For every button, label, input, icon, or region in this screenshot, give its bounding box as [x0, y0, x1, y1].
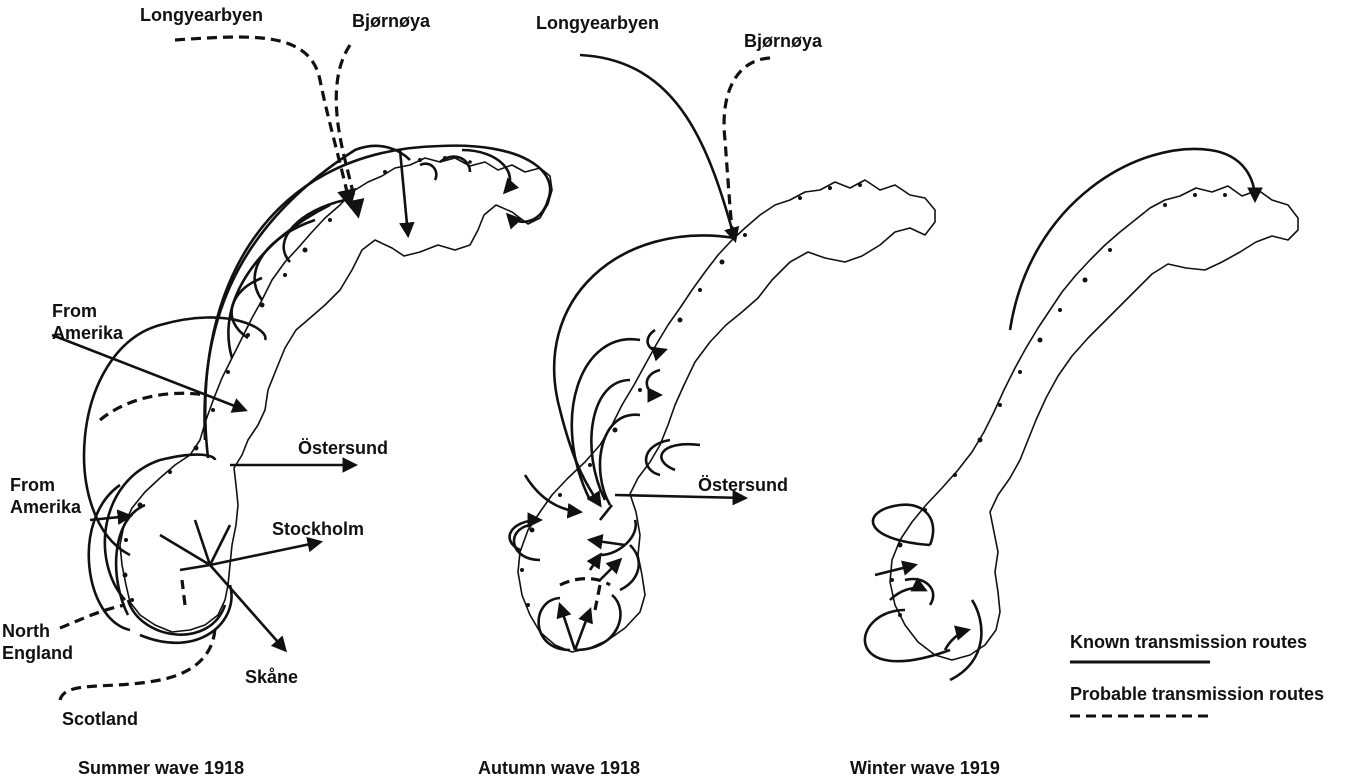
label-from-amerika-1: From Amerika — [52, 301, 124, 343]
label-bjornoya-autumn: Bjørnøya — [744, 31, 823, 51]
label-skane: Skåne — [245, 667, 299, 687]
label-ostersund-autumn: Östersund — [698, 475, 789, 495]
panel-winter-1919 — [863, 147, 1299, 682]
label-longyearbyen-summer: Longyearbyen — [140, 5, 264, 25]
label-scotland: Scotland — [62, 709, 139, 729]
label-ostersund-summer: Östersund — [298, 438, 389, 458]
norway-outline-summer — [119, 157, 553, 633]
panel-autumn-1918 — [508, 53, 936, 653]
islands-autumn — [520, 183, 862, 607]
label-longyearbyen-autumn: Longyearbyen — [536, 13, 660, 33]
norway-outline-autumn — [517, 179, 936, 653]
probable-routes-autumn — [559, 56, 771, 611]
caption-autumn: Autumn wave 1918 — [478, 758, 641, 778]
label-north-england: North England — [2, 621, 73, 663]
label-from-amerika-2: From Amerika — [10, 475, 82, 517]
probable-routes-summer — [58, 35, 365, 701]
islands-summer — [122, 156, 472, 602]
legend — [1070, 660, 1210, 718]
caption-summer: Summer wave 1918 — [78, 758, 245, 778]
caption-winter: Winter wave 1919 — [850, 758, 1000, 778]
label-stockholm: Stockholm — [272, 519, 365, 539]
norway-outline-winter — [889, 185, 1299, 661]
known-routes-autumn — [508, 53, 749, 652]
legend-known-label: Known transmission routes — [1070, 632, 1308, 652]
label-bjornoya-summer: Bjørnøya — [352, 11, 431, 31]
legend-probable-label: Probable transmission routes — [1070, 684, 1325, 704]
panel-summer-1918 — [51, 35, 553, 701]
known-routes-summer — [51, 144, 552, 653]
known-routes-winter — [863, 147, 1263, 682]
